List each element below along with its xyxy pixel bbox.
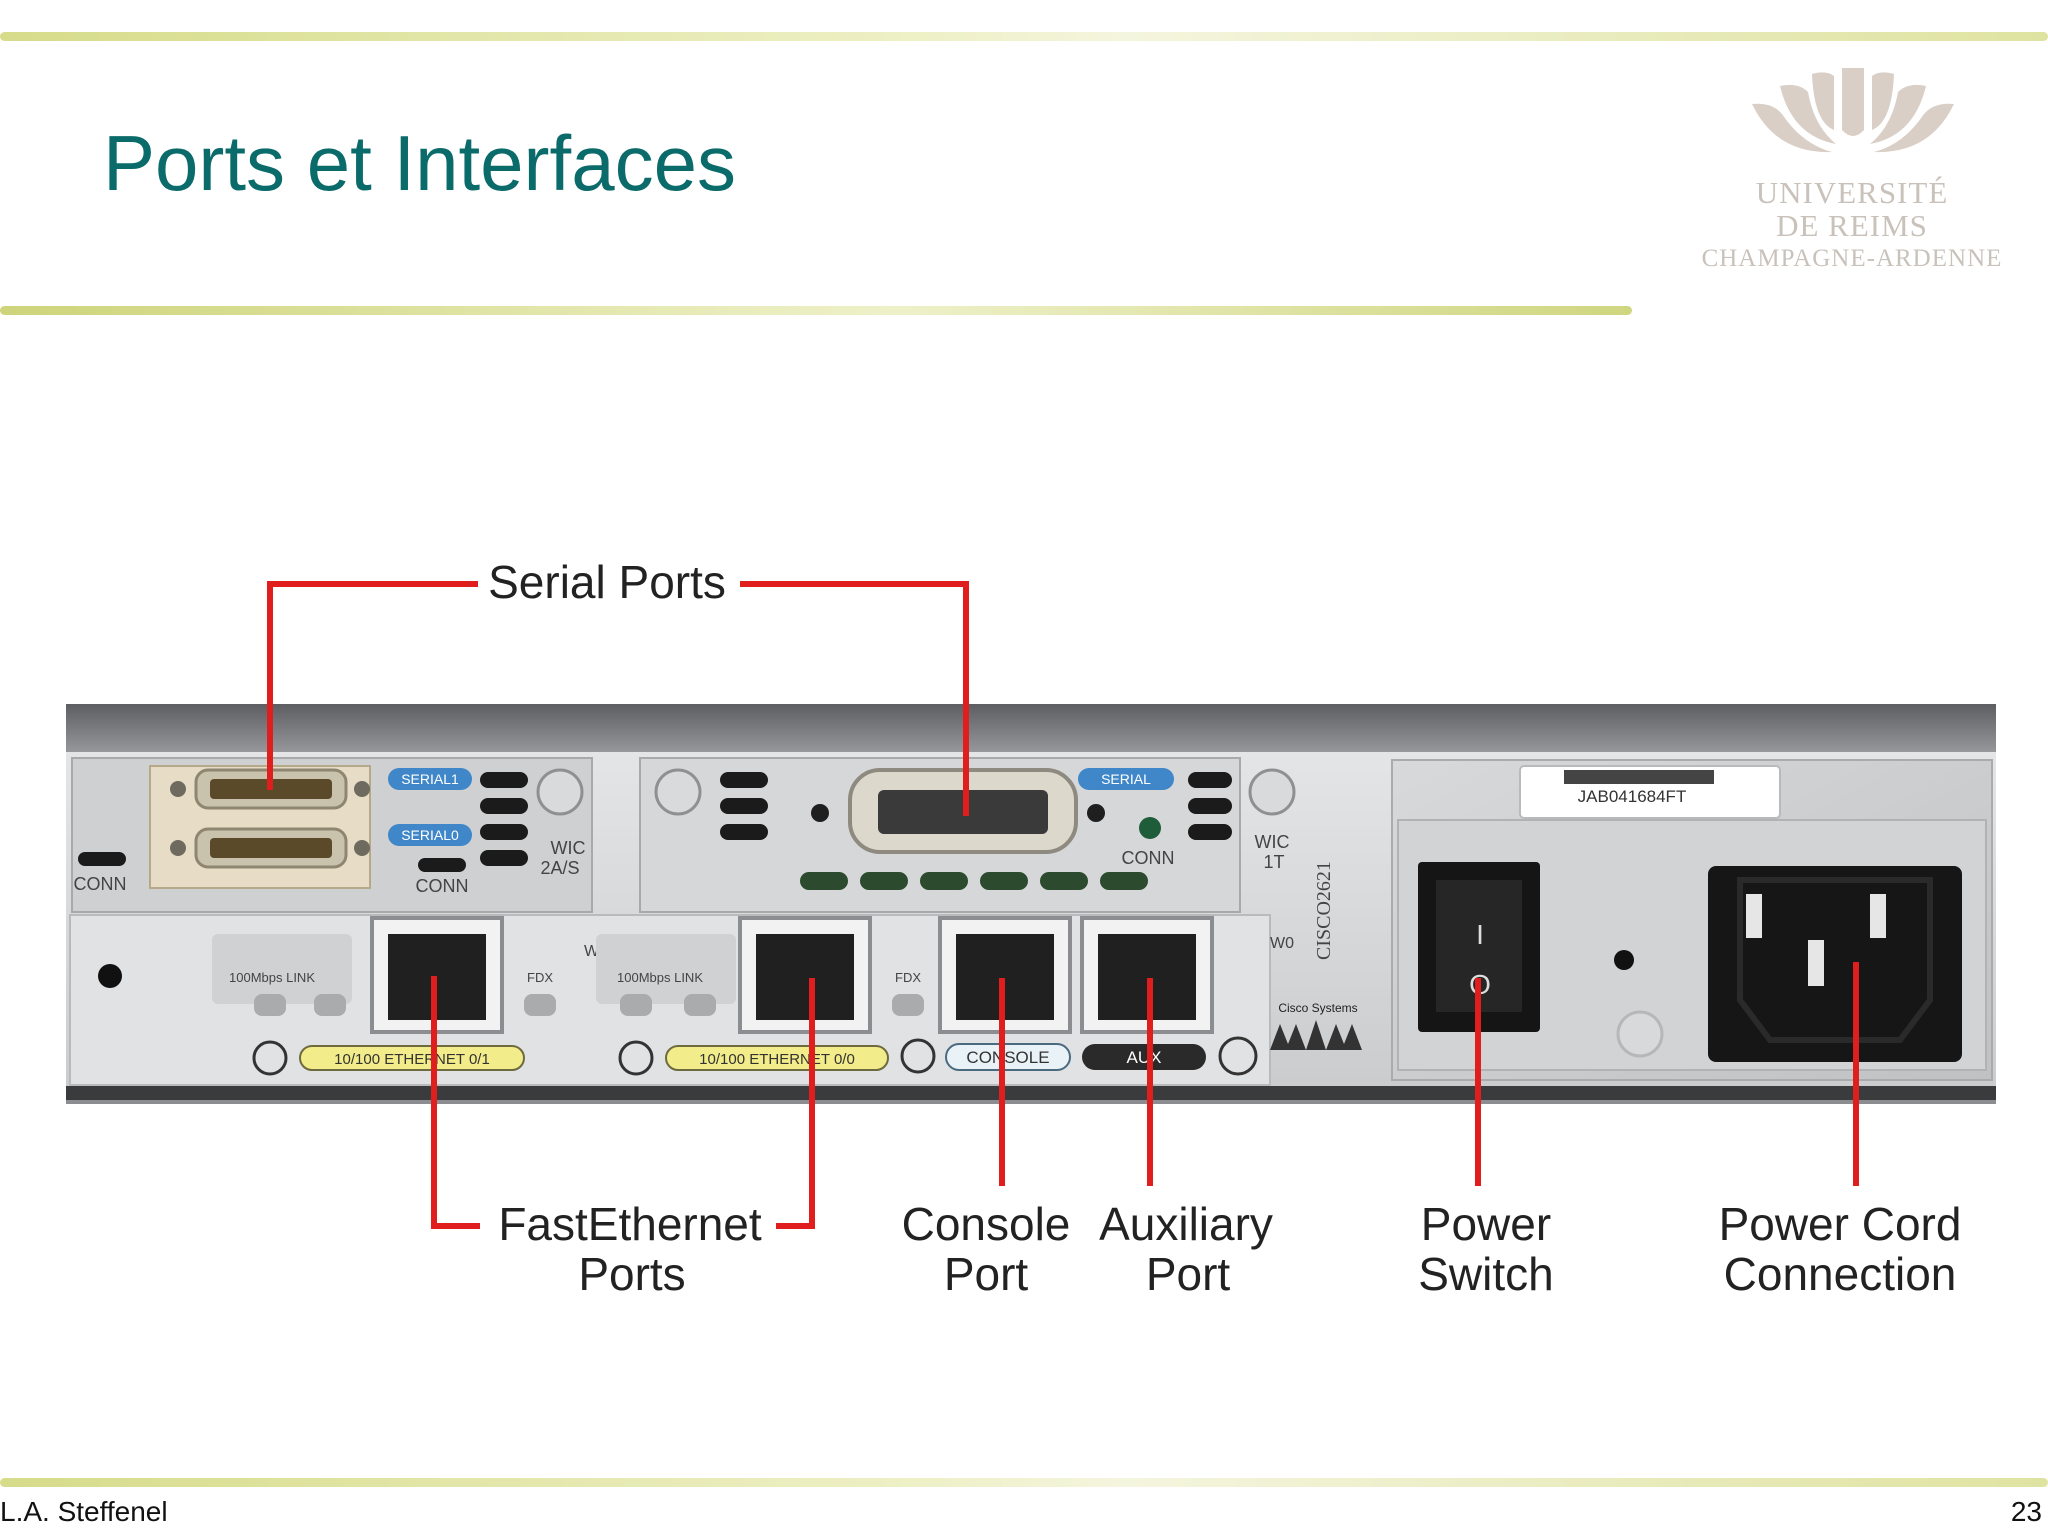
- logo-line-2: DE REIMS: [1776, 208, 1928, 243]
- power-switch: I O: [1418, 862, 1540, 1032]
- wic-screw-icon: [654, 768, 702, 816]
- power-switch-label-line2: Switch: [1418, 1248, 1553, 1300]
- ethernet-0-1-badge: 10/100 ETHERNET 0/1: [334, 1051, 490, 1068]
- footer-author: L.A. Steffenel: [0, 1496, 168, 1527]
- university-logo: UNIVERSITÉ DE REIMS CHAMPAGNE-ARDENNE: [1672, 64, 2032, 294]
- ethernet-0-0-badge: 10/100 ETHERNET 0/0: [699, 1051, 855, 1068]
- switch-on-label: I: [1476, 919, 1484, 950]
- serial-badge: SERIAL: [1101, 771, 1151, 787]
- ground-icon: [618, 1040, 654, 1076]
- serial-ports-leader-right: [740, 581, 969, 816]
- serial-ports-label: Serial Ports: [488, 556, 726, 608]
- mounting-hole: [98, 964, 122, 988]
- wic-1t-card: SERIAL CONN WIC 1T: [639, 757, 1296, 913]
- conn-mid-label: CONN: [416, 876, 469, 896]
- wic-1t-label-line2: 1T: [1263, 852, 1284, 872]
- cisco-logo: Cisco Systems: [1270, 1001, 1362, 1050]
- fastethernet-0-1-port: 100Mbps LINK FDX 10/100 ETHERNET 0/1: [212, 916, 556, 1076]
- power-switch-label-line1: Power: [1421, 1198, 1551, 1250]
- wic-2as-label-line1: WIC: [551, 838, 586, 858]
- conn-right-label: CONN: [1122, 848, 1175, 868]
- serial-60pin-connector: [811, 768, 1105, 854]
- fastethernet-label-line1: FastEthernet: [498, 1198, 762, 1250]
- ground-icon: [1218, 1036, 1258, 1076]
- logo-emblem-icon: [1752, 68, 1954, 153]
- wic-2as-card: SERIAL1 SERIAL0 CONN CONN WIC 2A/S: [71, 757, 593, 913]
- power-cord-label-line2: Connection: [1724, 1248, 1957, 1300]
- serial0-connector: [170, 827, 370, 869]
- top-rule: [0, 32, 2048, 41]
- logo-line-3: CHAMPAGNE-ARDENNE: [1701, 245, 2003, 272]
- title-underline-rule: [0, 306, 1632, 315]
- ground-icon: [252, 1040, 288, 1076]
- slide-title: Ports et Interfaces: [103, 119, 736, 207]
- aux-badge: AUX: [1127, 1048, 1162, 1067]
- auxiliary-port: AUX: [1080, 916, 1258, 1076]
- model-label: CISCO2621: [1313, 861, 1335, 960]
- mbps-link-label-1: 100Mbps LINK: [229, 970, 315, 985]
- serial-number-label: JAB041684FT: [1578, 787, 1687, 806]
- conn-left-label: CONN: [74, 874, 127, 894]
- power-cord-label-line1: Power Cord: [1719, 1198, 1962, 1250]
- ground-icon: [900, 1038, 936, 1074]
- serial-ports-leader-left: [267, 581, 478, 790]
- w0-label: W0: [1270, 935, 1294, 952]
- serial0-badge: SERIAL0: [401, 827, 459, 843]
- auxiliary-port-label-line1: Auxiliary: [1099, 1198, 1273, 1250]
- bottom-rule: [0, 1478, 2048, 1487]
- mounting-hole: [1614, 950, 1634, 970]
- power-cord-inlet: [1708, 866, 1962, 1062]
- fastethernet-leader-right: [776, 978, 815, 1229]
- wic-1t-label-line1: WIC: [1255, 832, 1290, 852]
- fastethernet-leader-left: [431, 976, 480, 1229]
- fastethernet-0-0-port: 100Mbps LINK FDX 10/100 ETHERNET 0/0: [596, 916, 924, 1076]
- wic-screw-icon: [1248, 768, 1296, 816]
- fdx-label-2: FDX: [895, 970, 921, 985]
- fdx-label-1: FDX: [527, 970, 553, 985]
- mbps-link-label-2: 100Mbps LINK: [617, 970, 703, 985]
- leader-lines: [267, 581, 1859, 1229]
- console-badge: CONSOLE: [966, 1048, 1049, 1067]
- serial-number-sticker: JAB041684FT: [1519, 765, 1781, 819]
- logo-line-1: UNIVERSITÉ: [1755, 175, 1949, 210]
- console-port-label-line2: Port: [944, 1248, 1029, 1300]
- wic-screw-icon: [536, 768, 584, 816]
- cisco-brand-label: Cisco Systems: [1278, 1001, 1357, 1015]
- page-number: 23: [2010, 1496, 2042, 1527]
- console-port-label-line1: Console: [902, 1198, 1071, 1250]
- wic-2as-label-line2: 2A/S: [540, 858, 579, 878]
- serial1-badge: SERIAL1: [401, 771, 459, 787]
- auxiliary-port-label-line2: Port: [1146, 1248, 1231, 1300]
- panel-screw-icon: [1616, 1010, 1664, 1058]
- fastethernet-label-line2: Ports: [578, 1248, 685, 1300]
